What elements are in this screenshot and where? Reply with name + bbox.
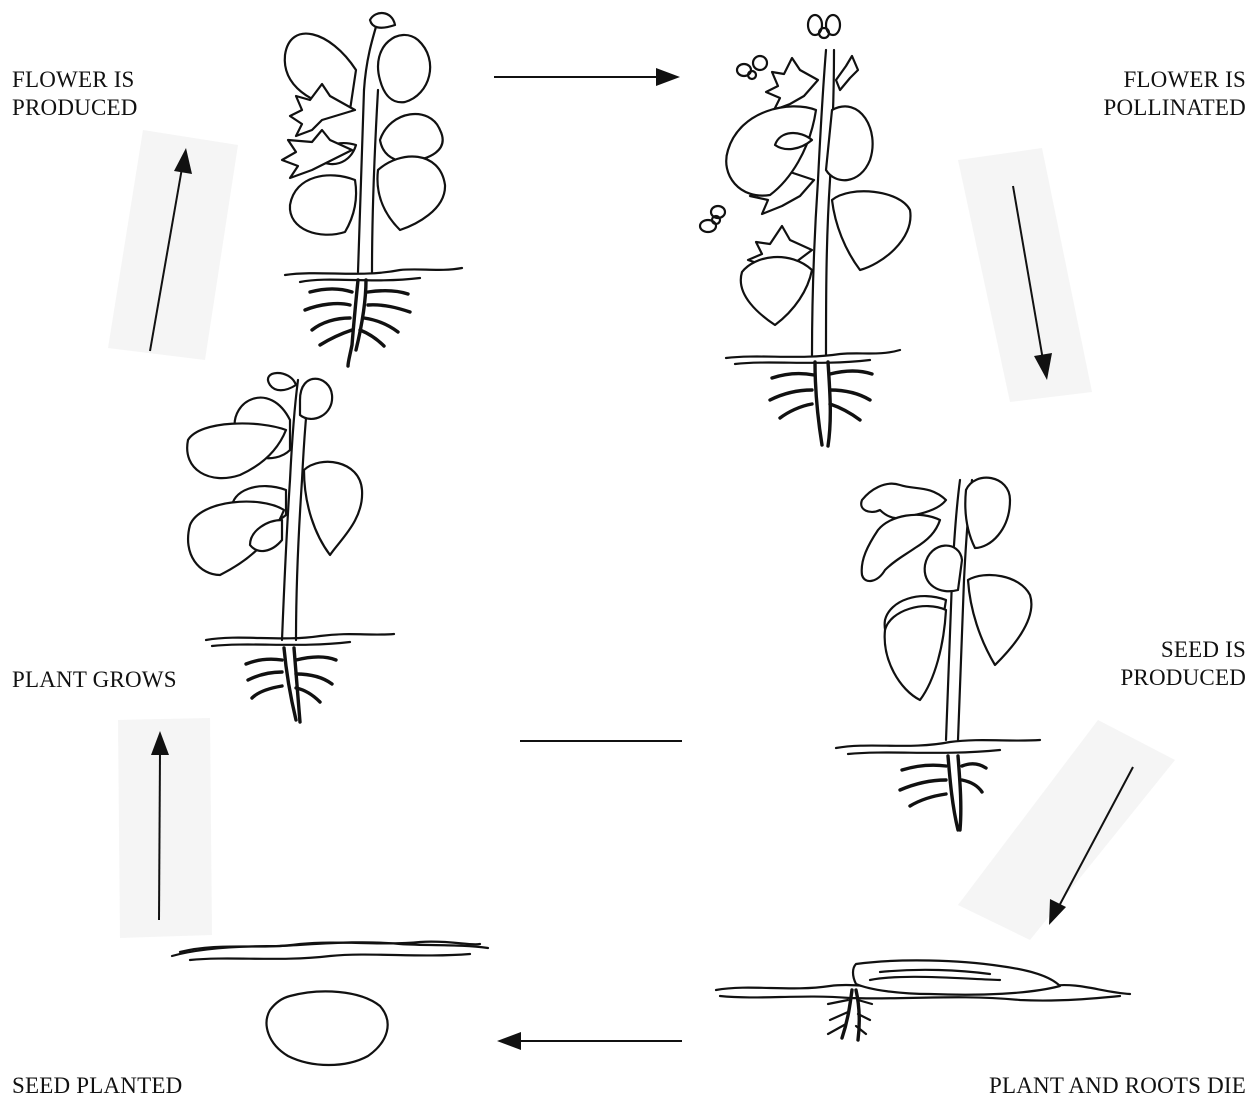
leaf-top	[370, 13, 395, 28]
plant-growing	[187, 373, 394, 722]
leaf-s1	[965, 478, 1010, 548]
plant-seeding	[836, 478, 1040, 830]
flower-a	[766, 58, 818, 110]
bee-top	[808, 15, 840, 38]
arrow-shade-left-upper	[108, 130, 238, 360]
plant-flowering	[282, 13, 462, 366]
leaf-g-top	[268, 373, 296, 390]
plant-pollinated	[700, 15, 910, 446]
arrow-bottom	[497, 741, 682, 1050]
leaf-2	[378, 35, 430, 102]
seed-planted	[172, 942, 488, 1065]
leaf-g4	[304, 462, 362, 555]
bee-lower	[700, 206, 725, 232]
leaf-5	[290, 175, 356, 234]
leaf-4	[377, 156, 445, 230]
leaf-p4	[741, 257, 812, 325]
leaf-3	[380, 114, 443, 162]
flower-2	[282, 130, 352, 178]
flower-b	[836, 56, 858, 90]
leaf-p2	[826, 106, 873, 180]
plant-dead	[716, 960, 1130, 1040]
arrow-shade-right-upper	[958, 148, 1092, 402]
leaf-p3	[832, 191, 910, 270]
leaf-s4	[885, 606, 946, 700]
arrow-top	[494, 68, 680, 86]
leaf-s3	[968, 575, 1031, 665]
leaf-g2	[300, 379, 332, 419]
arrow-shade-right-lower	[958, 720, 1175, 940]
bee-left	[737, 56, 767, 79]
leaf-s-curly1	[861, 484, 946, 519]
leaf-s2	[925, 546, 962, 592]
leaf-g3	[187, 423, 286, 478]
seed-icon	[267, 991, 388, 1065]
